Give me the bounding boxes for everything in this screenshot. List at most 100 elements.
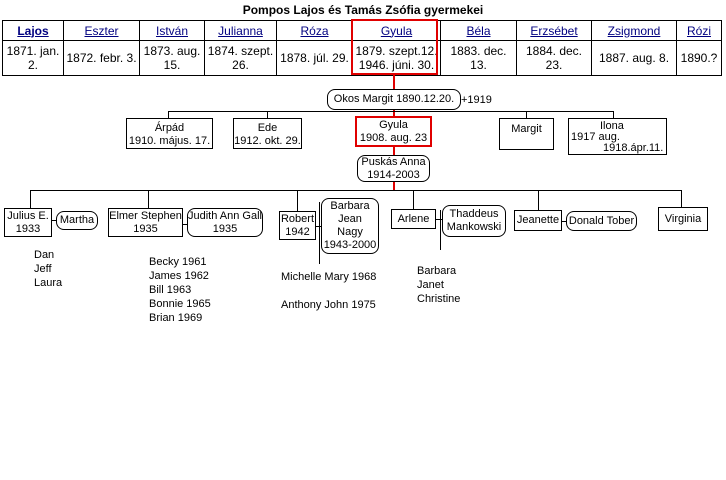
connector: [267, 111, 268, 118]
person-name: Thaddeus: [449, 208, 499, 220]
child-link[interactable]: Rózi: [686, 23, 711, 38]
person-date: 1918.ápr.11.: [603, 142, 664, 154]
person-name: Gyula: [379, 119, 408, 131]
connector: [393, 147, 395, 155]
kid-name: Christine: [417, 293, 461, 305]
child-link[interactable]: Zsigmond: [607, 23, 661, 38]
connector: [297, 190, 298, 211]
child-arlene: Arlene: [391, 209, 436, 229]
kid-name: Barbara: [417, 265, 457, 277]
connector: [413, 190, 414, 209]
person-date: 1933: [15, 223, 41, 235]
gyula-highlight: [351, 19, 438, 75]
kid-name: James 1962: [149, 270, 209, 282]
date-line: 1879. szept.12.: [355, 44, 438, 58]
child-rozi: Rózi: [676, 20, 722, 41]
person-name: Árpád: [154, 122, 185, 134]
child-link[interactable]: Julianna: [218, 23, 263, 38]
person-date: 1942: [285, 226, 310, 238]
child-link[interactable]: Gyula: [380, 23, 413, 38]
child-lajos: Lajos: [2, 20, 64, 41]
kid-name: Jeff: [34, 263, 52, 275]
kid-name: Becky 1961: [149, 256, 207, 268]
child-link[interactable]: Erzsébet: [530, 23, 578, 38]
person-name: Puskás Anna: [361, 156, 426, 168]
connector: [319, 202, 320, 264]
person-name: Ilona: [600, 120, 624, 132]
connector: [30, 190, 682, 191]
spouse-martha: Martha: [56, 211, 98, 230]
connector: [168, 111, 614, 112]
child-zsigmond: Zsigmond: [591, 20, 677, 41]
connector: [168, 111, 169, 118]
person-date: 1910. május. 17.: [128, 135, 211, 147]
child-julius: Julius E.1933: [4, 208, 52, 237]
connector: [183, 224, 187, 225]
connector: [440, 210, 441, 250]
person-name: Margit: [511, 123, 542, 135]
child-link[interactable]: Eszter: [84, 23, 119, 38]
child-date: 1879. szept.12.1946. júni. 30.: [352, 40, 441, 76]
kid-name: Dan: [34, 249, 55, 261]
spouse-donald-tober: Donald Tober: [566, 211, 637, 231]
kid-name: Bill 1963: [149, 284, 192, 296]
connector: [562, 221, 567, 222]
person-date: 1935: [133, 223, 158, 235]
kid-name: Bonnie 1965: [149, 298, 211, 310]
connector: [393, 110, 395, 116]
connector: [681, 190, 682, 207]
child-date: 1873. aug. 15.: [139, 40, 205, 76]
connector: [30, 190, 31, 208]
child-date: 1890.?: [676, 40, 722, 76]
child-link[interactable]: István: [155, 23, 188, 38]
person-name: Mankowski: [446, 221, 502, 233]
child-link[interactable]: Béla: [466, 23, 491, 38]
person-name: Jean: [338, 213, 362, 225]
person-name: Barbara: [330, 200, 370, 212]
person-date: 1914-2003: [367, 169, 420, 181]
person-name: Ede: [257, 122, 278, 134]
child-virginia: Virginia: [658, 207, 708, 231]
connector: [538, 190, 539, 210]
person-date: 1908. aug. 23: [359, 132, 428, 144]
connector: [613, 111, 614, 118]
person-name: Elmer Stephen: [109, 210, 182, 222]
child-julianna: Julianna: [204, 20, 277, 41]
death-date: +1919: [461, 94, 492, 106]
kid-name: Michelle Mary 1968: [281, 271, 377, 283]
person-name: Robert: [280, 213, 315, 225]
person-name: Nagy: [337, 226, 363, 238]
child-date: 1872. febr. 3.: [63, 40, 140, 76]
child-ilona: Ilona 1917 aug. 1918.ápr.11.: [568, 118, 667, 155]
kid-name: Anthony John 1975: [281, 299, 376, 311]
connector: [526, 111, 527, 118]
child-date: 1878. júl. 29.: [276, 40, 353, 76]
kid-name: Janet: [417, 279, 444, 291]
child-link[interactable]: Róza: [300, 23, 329, 38]
child-bela: Béla: [440, 20, 517, 41]
child-roza: Róza: [276, 20, 353, 41]
spouse-okos-margit: Okos Margit 1890.12.20.: [327, 89, 461, 110]
connector: [436, 219, 443, 220]
person-date: 1943-2000: [323, 239, 377, 251]
child-link[interactable]: Lajos: [17, 23, 49, 38]
connector: [316, 226, 321, 227]
children-table: Lajos Eszter István Julianna Róza Gyula …: [2, 20, 722, 76]
connector: [148, 190, 149, 208]
child-erzsebet: Erzsébet: [516, 20, 592, 41]
person-date: 1935: [212, 223, 238, 235]
connector: [52, 220, 56, 221]
child-date: 1871. jan. 2.: [2, 40, 64, 76]
child-eszter: Eszter: [63, 20, 140, 41]
child-date: 1884. dec. 23.: [516, 40, 592, 76]
connector: [393, 182, 395, 190]
person-date: 1912. okt. 29.: [234, 135, 301, 147]
child-jeanette: Jeanette: [514, 210, 562, 231]
